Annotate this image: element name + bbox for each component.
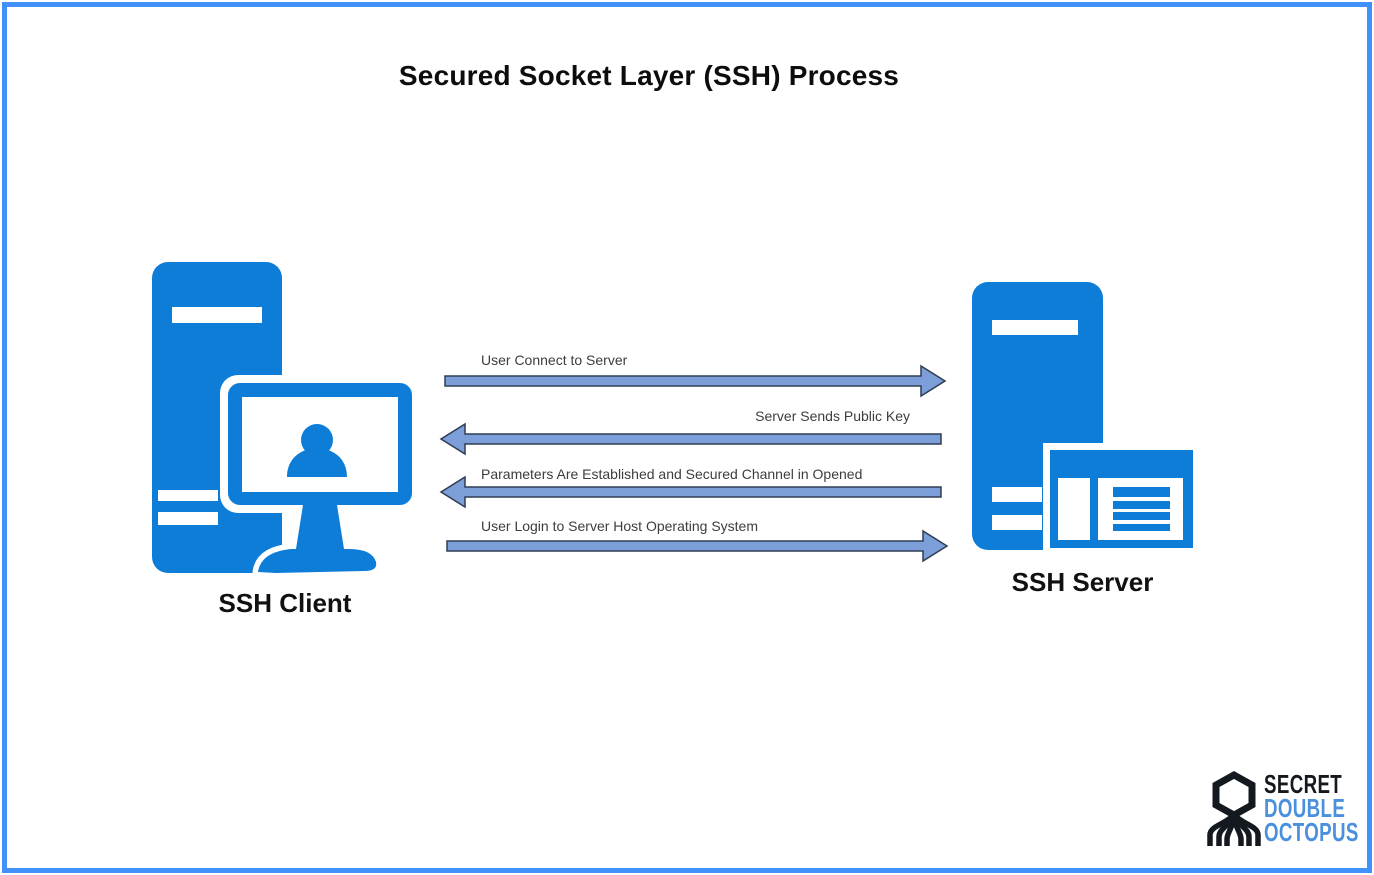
logo-line-octopus: OCTOPUS — [1264, 817, 1359, 847]
message-label-user-login: User Login to Server Host Operating Syst… — [481, 518, 759, 534]
ssh-client-icon — [152, 262, 420, 579]
server-panel-icon — [1043, 443, 1201, 556]
logo-line-double: DOUBLE — [1264, 793, 1346, 823]
monitor-user-icon — [220, 375, 420, 579]
arrow-left-public-key — [439, 422, 942, 456]
ssh-client-label: SSH Client — [218, 588, 352, 618]
person-icon — [287, 424, 347, 477]
message-label-user-connect: User Connect to Server — [481, 352, 628, 368]
logo-line-secret: SECRET — [1264, 769, 1343, 799]
arrow-right-user-connect — [444, 364, 947, 398]
message-label-public-key: Server Sends Public Key — [755, 408, 910, 424]
arrow-left-parameters — [439, 475, 942, 509]
ssh-server-icon — [972, 282, 1201, 556]
octopus-icon — [1207, 771, 1261, 846]
message-label-parameters: Parameters Are Established and Secured C… — [481, 466, 863, 482]
logo-wordmark: SECRET DOUBLE OCTOPUS — [1264, 769, 1359, 847]
ssh-server-label: SSH Server — [1011, 567, 1154, 597]
arrow-right-user-login — [446, 529, 949, 563]
diagram-title: Secured Socket Layer (SSH) Process — [398, 60, 900, 91]
